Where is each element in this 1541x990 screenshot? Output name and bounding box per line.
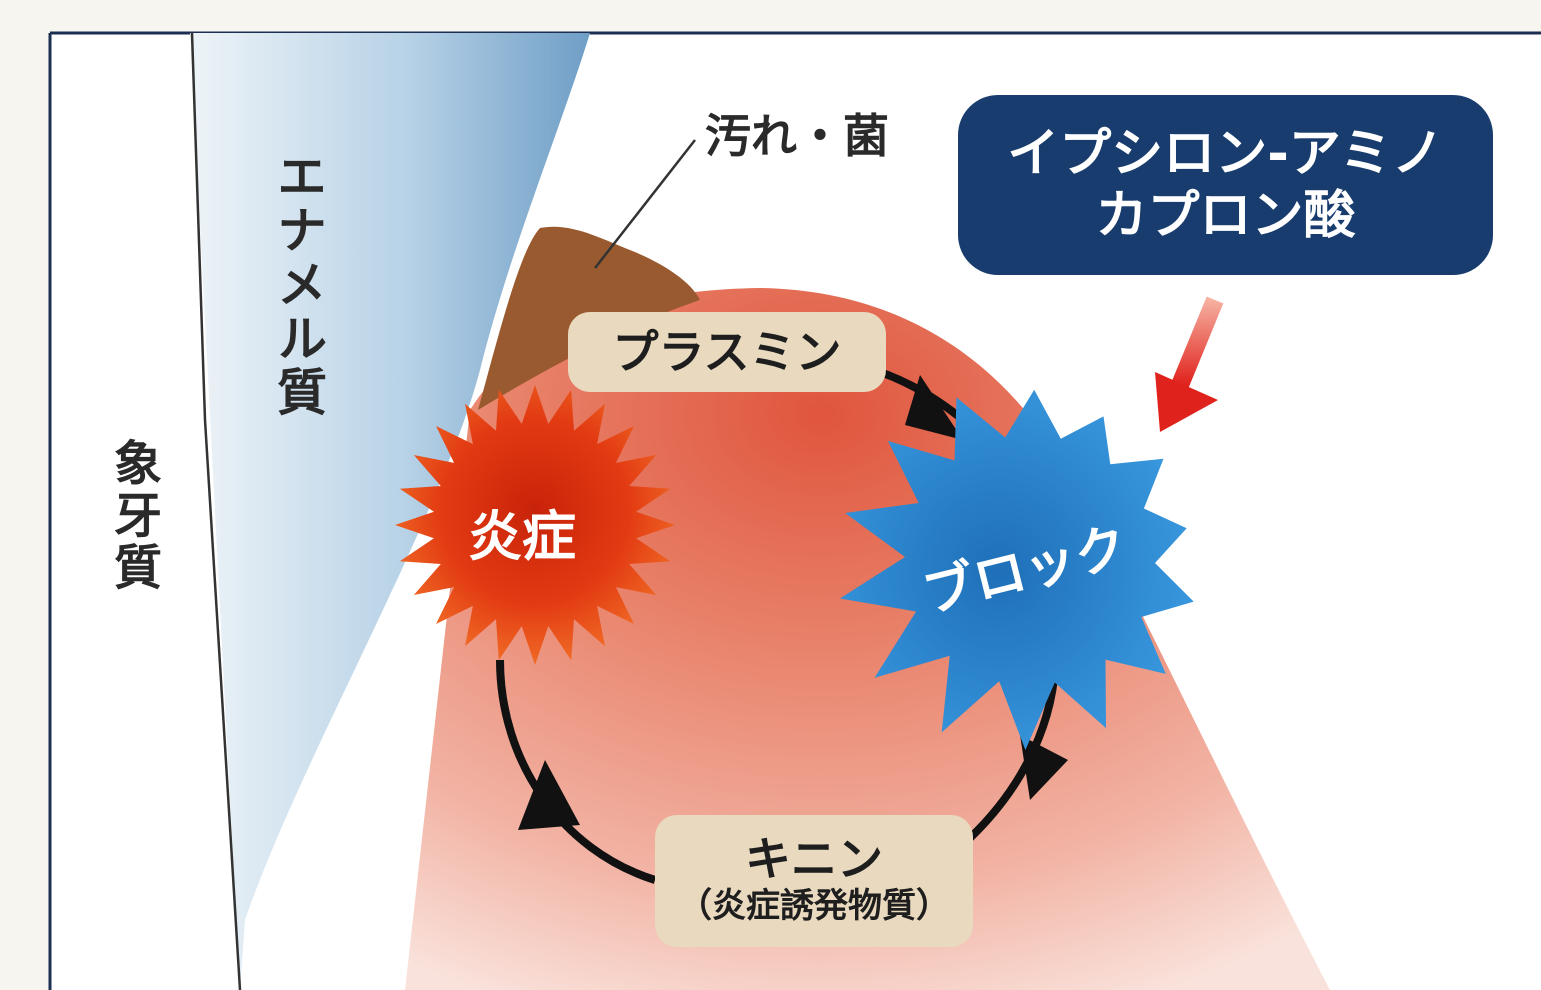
starburst-icon xyxy=(395,385,675,665)
inflammation-label: 炎症 xyxy=(468,505,576,568)
kinin-label: キニン xyxy=(745,831,883,886)
down-left-arrow-icon xyxy=(1155,296,1224,432)
drug-name-line1: イプシロン-アミノ xyxy=(1007,123,1444,184)
kinin-box: キニン （炎症誘発物質） xyxy=(655,815,973,947)
kinin-note: （炎症誘発物質） xyxy=(678,886,950,927)
plasmin-label: プラスミン xyxy=(568,312,886,392)
drug-name-line2: カプロン酸 xyxy=(1095,186,1356,246)
dirt-bacteria-label: 汚れ・菌 xyxy=(705,109,889,163)
dirt-leader-line xyxy=(594,139,696,269)
dentin-boundary xyxy=(190,32,242,990)
enamel-layer xyxy=(190,33,590,990)
dentin-label: 象牙質 xyxy=(105,438,161,594)
splash-burst-icon xyxy=(839,389,1194,750)
enamel-label: エナメル質 xyxy=(269,150,327,420)
drug-name-box: イプシロン-アミノ カプロン酸 xyxy=(958,95,1493,275)
